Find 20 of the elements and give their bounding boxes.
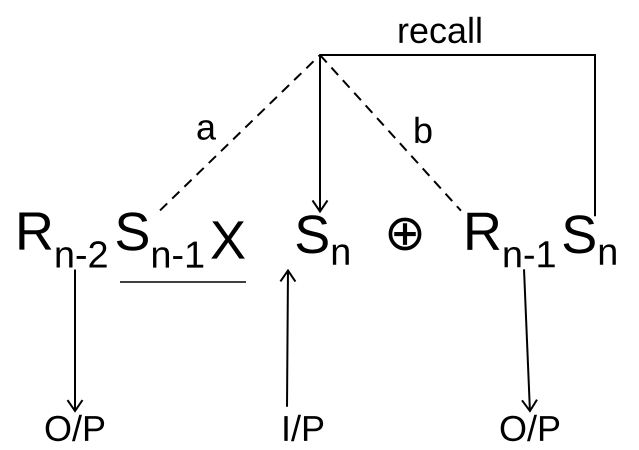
edge-label: a	[195, 119, 218, 141]
input-label: I/P	[284, 414, 324, 442]
plus-symbol: ⊕	[388, 218, 422, 250]
variable-label: S$_{n-1}$	[116, 212, 204, 268]
arrow	[312, 55, 328, 214]
output-label: O/P	[500, 414, 560, 442]
recall-line	[320, 54, 596, 216]
dashed-line	[319, 54, 462, 212]
variable-label: R$_{n-1}$	[467, 212, 555, 268]
arrow	[280, 268, 296, 407]
edge-label: recall	[396, 16, 484, 44]
variable-label: S$_{n}$	[296, 215, 349, 265]
output-label: O/P	[46, 414, 104, 442]
variable-label: X	[211, 221, 245, 259]
dashed-line	[159, 54, 321, 212]
variable-label: S$_{n}$	[564, 215, 616, 265]
arrow	[521, 269, 538, 413]
edge-label: b	[412, 116, 434, 144]
arrow	[66, 270, 84, 413]
variable-label: R$_{n-2}$	[19, 212, 107, 268]
